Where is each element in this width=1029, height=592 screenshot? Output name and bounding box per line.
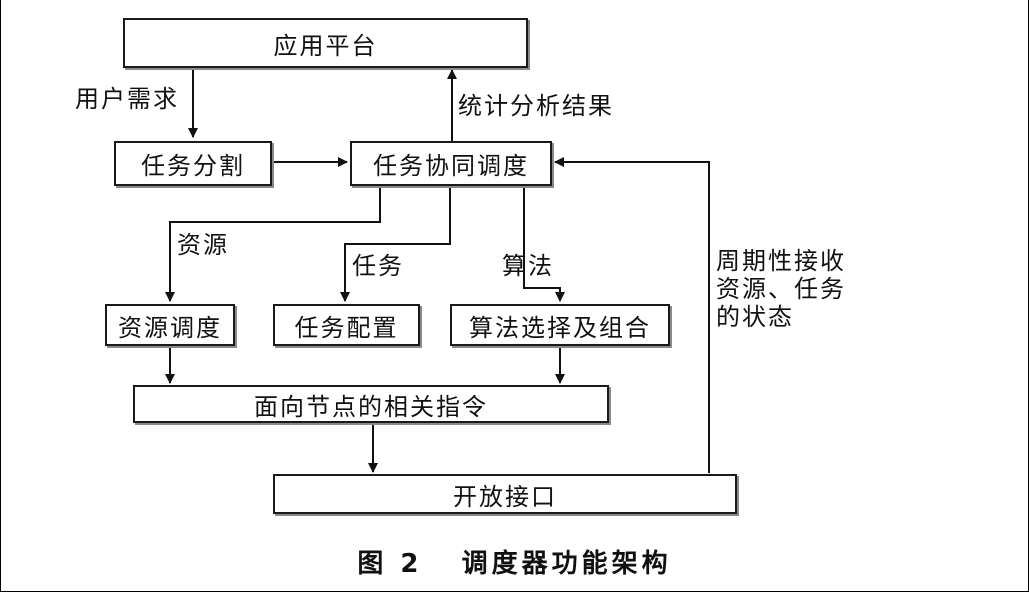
edge-label-stat-result: 统计分析结果 [458,92,614,120]
edge-label-user-demand: 用户需求 [75,85,179,113]
node-task-config-label: 任务配置 [294,313,399,342]
edge-label-feedback-line2: 资源、任务 [716,275,846,303]
arrow-coop-to-config [340,186,451,302]
node-resource-sched: 资源调度 [105,304,235,346]
node-node-commands-label: 面向节点的相关指令 [254,392,488,421]
edge-label-feedback-line3: 的状态 [716,303,794,331]
arrow-coop-to-resource [165,186,381,302]
figure-caption: 图 2 调度器功能架构 [357,549,672,579]
edge-label-resource: 资源 [177,231,229,259]
node-algo-select-label: 算法选择及组合 [469,313,651,342]
node-open-interface: 开放接口 [273,474,737,514]
node-app-platform: 应用平台 [123,18,528,68]
edge-label-algorithm: 算法 [502,252,554,280]
node-node-commands: 面向节点的相关指令 [133,385,609,423]
arrow-coop-to-algo [523,186,565,302]
node-task-coop-label: 任务协同调度 [373,152,529,180]
node-app-platform-label: 应用平台 [273,31,378,60]
node-task-coop: 任务协同调度 [350,141,552,186]
node-open-interface-label: 开放接口 [453,482,557,511]
node-algo-select: 算法选择及组合 [450,304,670,346]
node-task-split: 任务分割 [114,141,272,186]
node-task-config: 任务配置 [273,304,420,346]
edge-label-task: 任务 [352,252,404,280]
arrow-feedback-loop [554,157,710,473]
node-task-split-label: 任务分割 [141,152,245,180]
node-resource-sched-label: 资源调度 [118,313,222,342]
edge-label-feedback-line1: 周期性接收 [716,247,846,275]
